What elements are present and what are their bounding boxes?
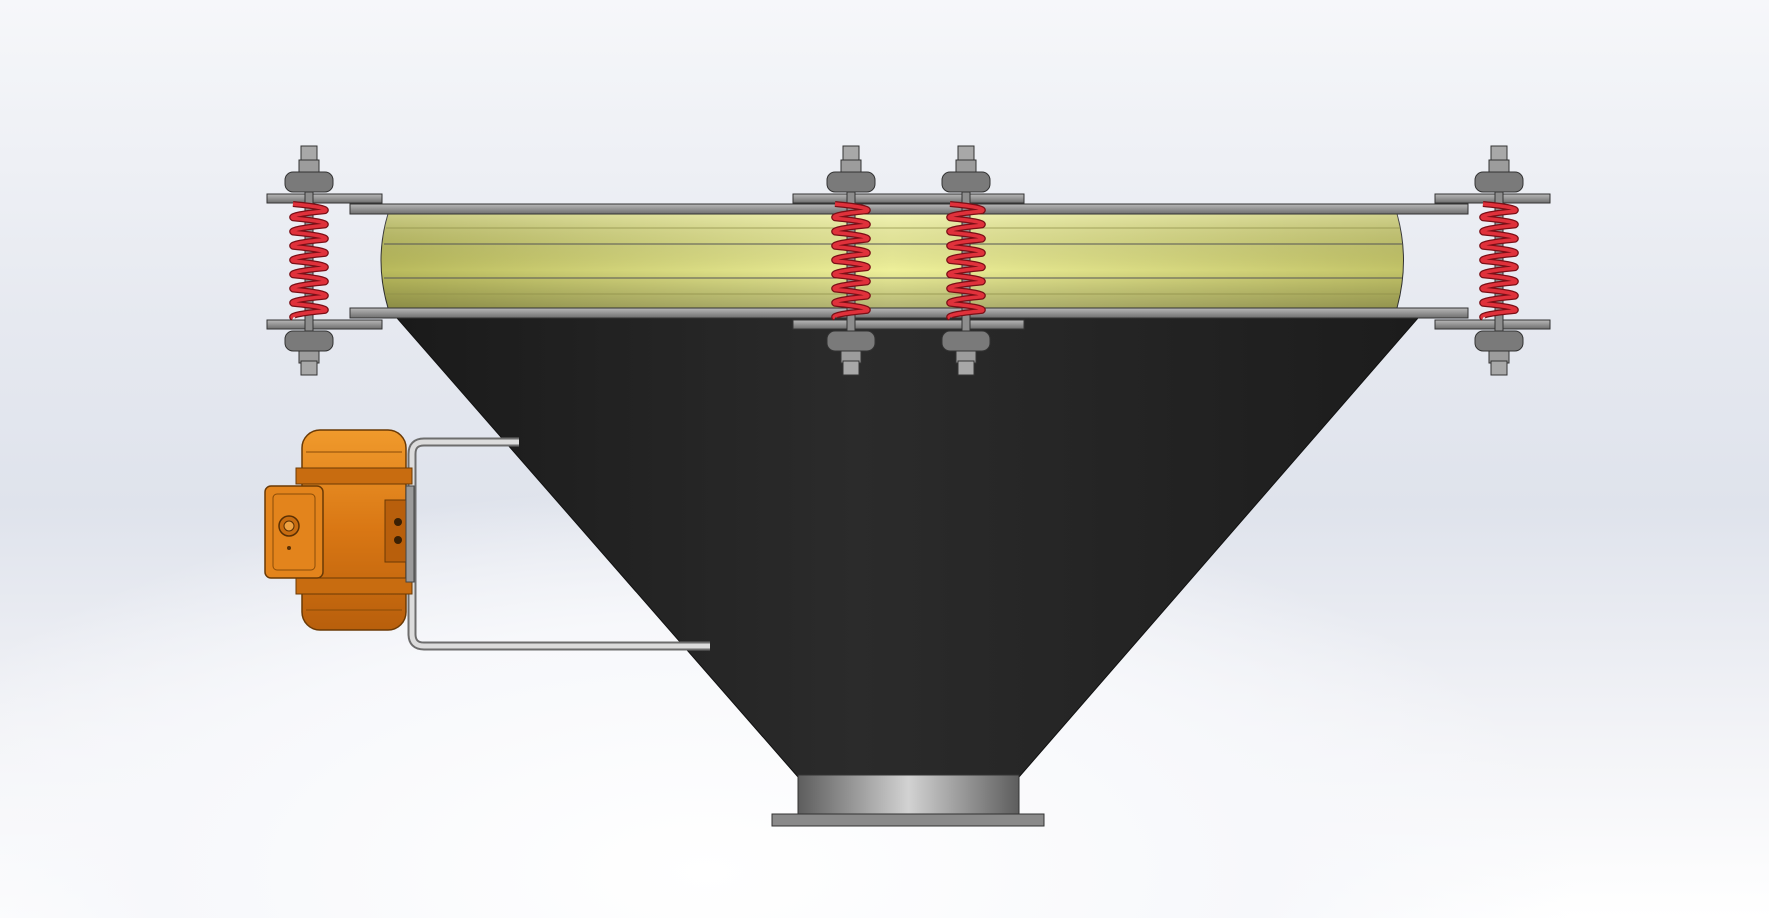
outlet-flange [771,774,1045,827]
flexible-sleeve [380,213,1404,309]
spring-assembly [284,145,334,376]
upper-clamp-ring [266,193,1551,215]
spring-assembly [826,145,876,376]
lower-clamp-ring [266,307,1551,330]
coil-spring-highlight [1480,202,1518,320]
coil-spring-highlight [290,202,328,320]
coil-spring-highlight [832,202,870,320]
coil-spring-highlight [947,202,985,320]
spring-assembly [941,145,991,376]
conical-hopper [395,317,1420,778]
isolation-springs [284,145,1524,376]
vibrator-motor [264,429,415,631]
spring-assembly [1474,145,1524,376]
